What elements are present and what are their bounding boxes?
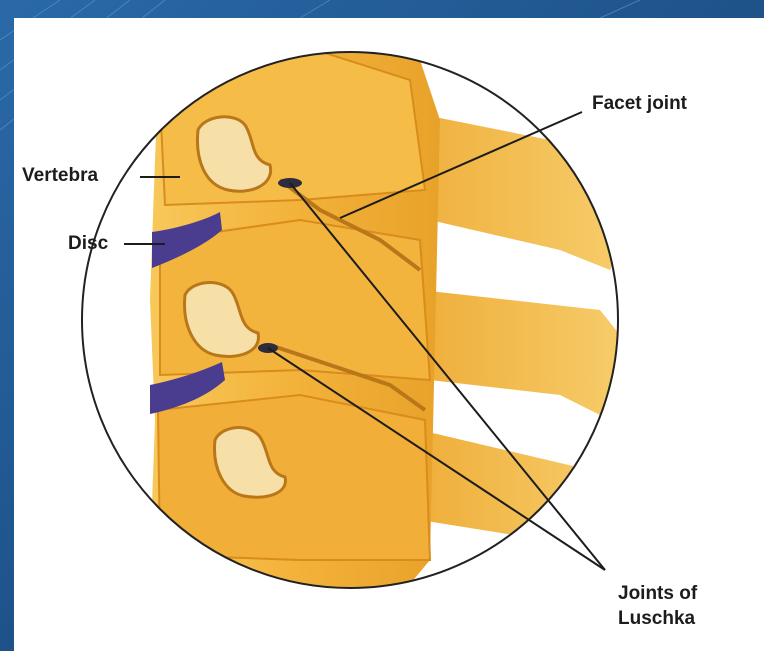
process-middle	[420, 290, 640, 420]
vertebra-lower	[158, 395, 430, 560]
process-lower	[420, 430, 625, 560]
label-facet-joint: Facet joint	[592, 92, 687, 115]
label-joints-of-luschka-line2: Luschka	[618, 607, 695, 630]
label-vertebra: Vertebra	[22, 164, 98, 187]
label-joints-of-luschka-line1: Joints of	[618, 582, 697, 605]
label-disc: Disc	[68, 232, 108, 255]
